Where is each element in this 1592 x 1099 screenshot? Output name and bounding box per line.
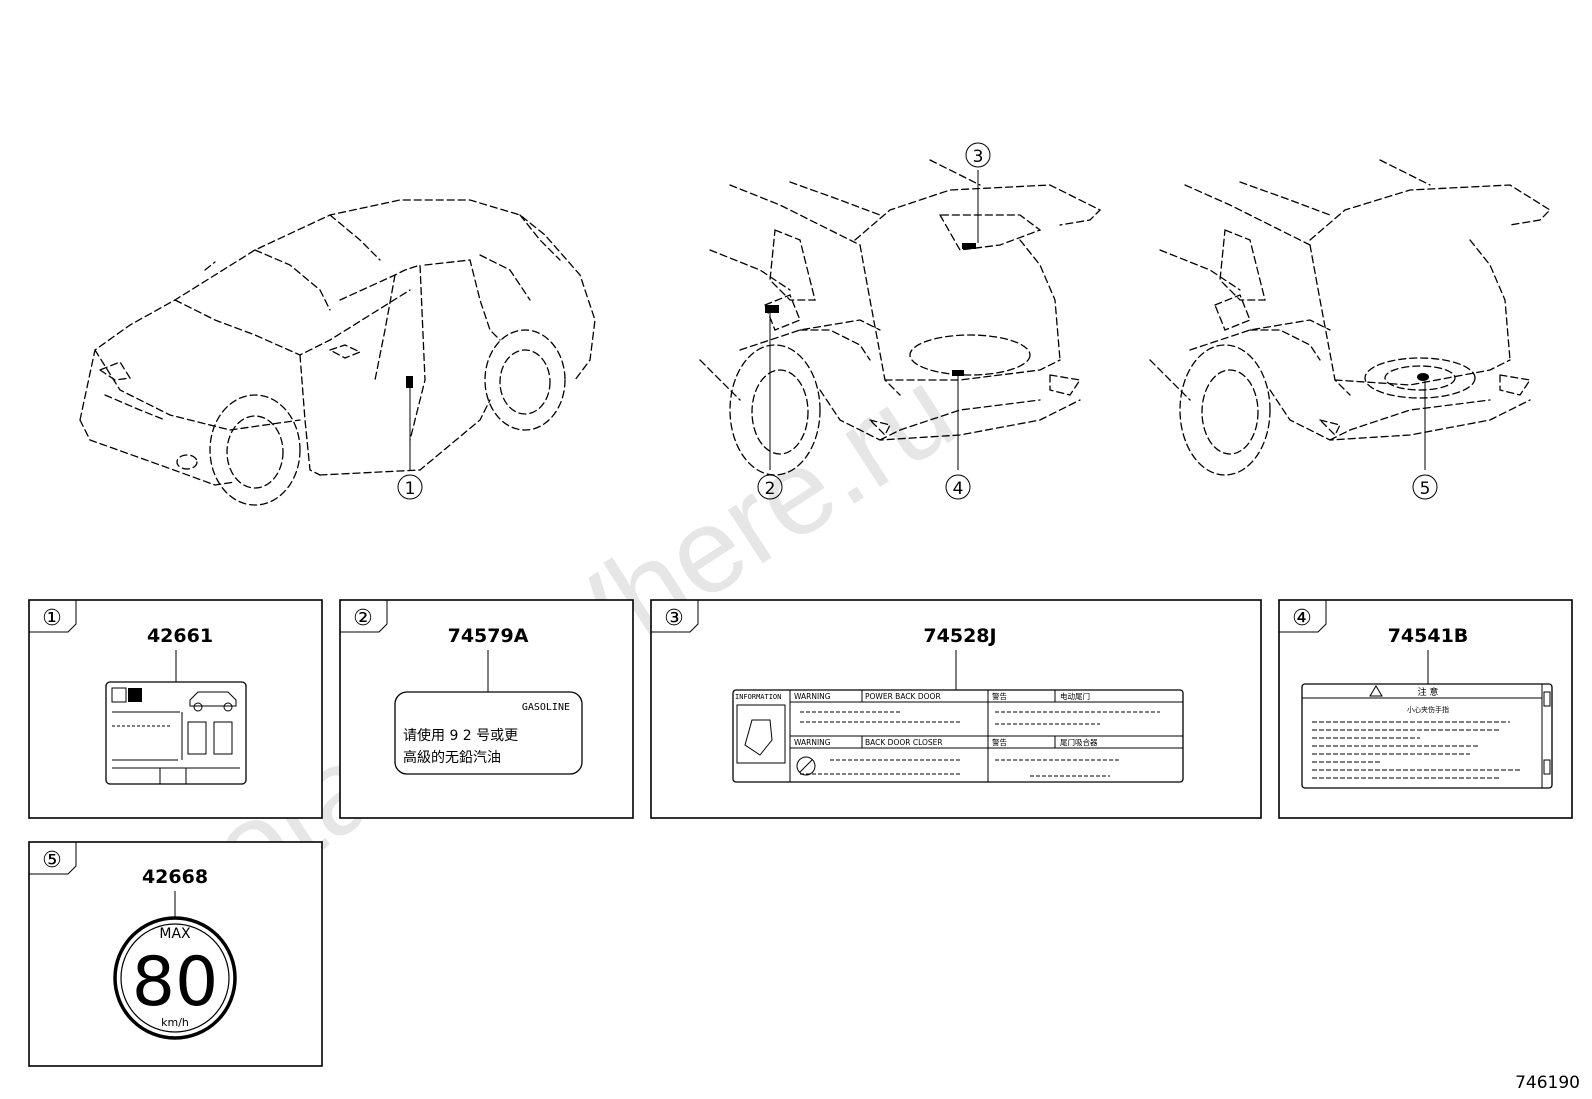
svg-text:警告: 警告: [992, 737, 1007, 747]
panel-index: ④: [1292, 606, 1312, 631]
svg-text:GASOLINE: GASOLINE: [522, 702, 570, 713]
panel-index: ③: [664, 606, 684, 631]
part-number: 74579A: [448, 625, 529, 647]
svg-text:尾门吸合器: 尾门吸合器: [1060, 737, 1098, 747]
svg-text:INFORMATION: INFORMATION: [735, 693, 781, 701]
svg-text:POWER BACK DOOR: POWER BACK DOOR: [865, 692, 941, 701]
vehicle-rear-view-2: [1149, 159, 1552, 476]
svg-text:小心夹伤手指: 小心夹伤手指: [1407, 705, 1449, 714]
svg-text:4: 4: [953, 479, 964, 499]
panel-42668: ⑤ 42668 MAX 80 km/h: [28, 841, 323, 1067]
svg-text:2: 2: [765, 479, 776, 499]
callout-3: 3: [965, 142, 991, 168]
svg-text:注 意: 注 意: [1418, 686, 1439, 698]
part-number: 42668: [142, 866, 208, 888]
svg-text:MAX: MAX: [159, 926, 191, 942]
callout-1: 1: [397, 474, 423, 500]
panel-74579A: ② 74579A GASOLINE 请使用 9 2 号或更 高級的无鉛汽油: [339, 599, 634, 819]
part-number: 74528J: [923, 625, 996, 647]
panel-74541B: ④ 74541B 注 意 小心夹伤手指: [1278, 599, 1573, 819]
diagram-code: 746190: [1515, 1073, 1580, 1093]
svg-text:高級的无鉛汽油: 高級的无鉛汽油: [403, 749, 501, 766]
panel-74528J: ③ 74528J INFORMATION WARNING POWER BACK …: [650, 599, 1262, 819]
svg-text:警告: 警告: [992, 691, 1007, 701]
svg-text:WARNING: WARNING: [794, 692, 831, 701]
svg-text:WARNING: WARNING: [794, 738, 831, 747]
callout-4: 4: [945, 474, 971, 500]
panel-index: ②: [353, 606, 373, 631]
callout-5: 5: [1412, 474, 1438, 500]
svg-text:1: 1: [405, 479, 416, 499]
panel-index: ⑤: [42, 848, 62, 873]
svg-text:BACK DOOR CLOSER: BACK DOOR CLOSER: [865, 738, 943, 747]
panel-42661: ① 42661: [28, 599, 323, 819]
svg-text:km/h: km/h: [161, 1016, 189, 1029]
svg-text:80: 80: [132, 943, 219, 1022]
part-number: 74541B: [1388, 625, 1469, 647]
svg-text:电动尾门: 电动尾门: [1060, 691, 1090, 701]
vehicle-front-view: [79, 199, 596, 506]
callout-2: 2: [757, 474, 783, 500]
svg-text:请使用 9 2 号或更: 请使用 9 2 号或更: [403, 727, 518, 744]
svg-text:5: 5: [1420, 479, 1431, 499]
svg-text:3: 3: [973, 147, 984, 167]
panel-index: ①: [42, 606, 62, 631]
vehicle-rear-view-1: [699, 159, 1102, 476]
part-number: 42661: [147, 625, 213, 647]
